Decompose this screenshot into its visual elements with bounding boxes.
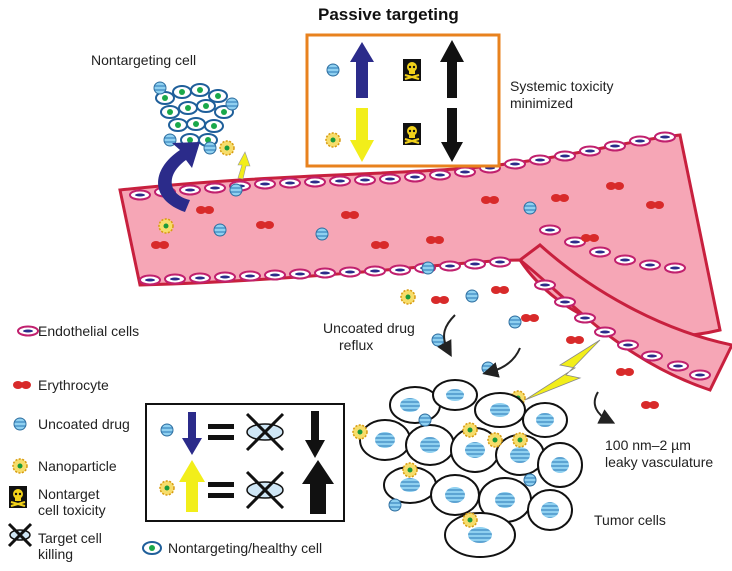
skull-icon-2 xyxy=(402,122,422,146)
legend-healthy-cell-label: Nontargeting/healthy cell xyxy=(168,540,323,556)
tumor-cell-mass xyxy=(352,379,583,558)
black-down-arrow-icon xyxy=(441,108,463,162)
legend-nanoparticle-label: Nanoparticle xyxy=(38,458,117,474)
navy-down-arrow-icon xyxy=(182,412,202,455)
navy-up-arrow-icon xyxy=(350,42,374,98)
yellow-up-arrow-icon xyxy=(179,460,205,512)
leaky-vasculature-arrow xyxy=(593,391,616,424)
leaky-vasculature-label-2: leaky vasculature xyxy=(605,454,714,470)
tumor-cells-label: Tumor cells xyxy=(594,512,666,528)
curved-navy-arrow xyxy=(158,142,200,212)
legend-endothelial-label: Endothelial cells xyxy=(38,323,140,339)
black-up-arrow-icon xyxy=(440,40,464,98)
legend-target-kill-label-2: killing xyxy=(38,546,74,562)
legend-uncoated-drug-label: Uncoated drug xyxy=(38,416,130,432)
systemic-toxicity-label-2: minimized xyxy=(510,95,574,111)
skull-icon xyxy=(402,58,422,82)
legend-healthy-cell-icon xyxy=(142,541,162,555)
legend-target-kill-label-1: Target cell xyxy=(38,530,102,546)
legend-nontarget-tox-label-2: cell toxicity xyxy=(38,502,106,518)
uncoated-reflux-label-2: reflux xyxy=(339,337,374,353)
drug-in-box xyxy=(326,63,340,77)
legend-erythrocyte-label: Erythrocyte xyxy=(38,377,109,393)
yellow-down-arrow-icon xyxy=(350,108,374,162)
legend-endothelial-icon xyxy=(17,325,39,337)
black-down-arrow-small-icon xyxy=(305,411,325,458)
lightning-bolt-icon xyxy=(524,339,601,401)
small-yellow-arrow xyxy=(237,151,251,180)
equals-sign-icon-2 xyxy=(208,482,234,498)
nanoparticle-in-box xyxy=(325,132,341,148)
equals-sign-icon xyxy=(208,424,234,440)
legend-erythrocyte-icon xyxy=(13,381,31,389)
nontargeting-cell-label: Nontargeting cell xyxy=(91,52,197,68)
leaky-vasculature-label-1: 100 nm–2 µm xyxy=(605,437,691,453)
legend-nanoparticle-icon xyxy=(12,458,28,474)
diagram-title: Passive targeting xyxy=(318,5,459,24)
legend-nontarget-tox-label-1: Nontarget xyxy=(38,486,100,502)
uncoated-reflux-label-1: Uncoated drug xyxy=(323,320,415,336)
x-mark-icon-2 xyxy=(245,470,285,510)
systemic-toxicity-label-1: Systemic toxicity xyxy=(510,78,614,94)
black-up-arrow-large-icon xyxy=(302,460,334,514)
legend-drug-icon xyxy=(13,417,27,431)
legend-skull-icon xyxy=(8,485,28,509)
reflux-arrow xyxy=(437,314,456,358)
legend-icons xyxy=(7,325,162,555)
legend-x-mark-icon xyxy=(7,522,33,548)
x-mark-icon xyxy=(245,412,285,452)
leak-arrow xyxy=(482,347,521,378)
